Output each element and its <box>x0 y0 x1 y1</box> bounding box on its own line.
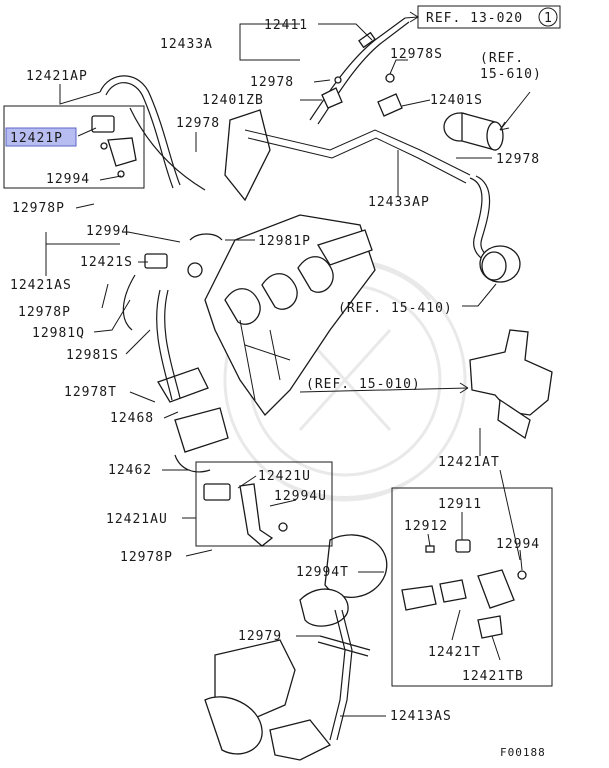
part-label-12979[interactable]: 12979 <box>238 629 282 644</box>
vacuum-tank-drawing <box>479 245 521 283</box>
part-label-12421AT[interactable]: 12421AT <box>438 455 500 470</box>
bracket-12401S <box>377 73 403 117</box>
part-label-12433A[interactable]: 12433A <box>160 37 213 52</box>
ref-13-020-box[interactable]: REF. 13-020 1 <box>404 5 561 29</box>
bracket-12401ZB <box>321 76 343 109</box>
part-label-12994-box[interactable]: 12994 <box>46 172 90 187</box>
part-label-12468[interactable]: 12468 <box>110 411 154 426</box>
part-label-12994T[interactable]: 12994T <box>296 565 349 580</box>
part-label-12994-box-right[interactable]: 12994 <box>496 537 540 552</box>
part-label-12981P[interactable]: 12981P <box>258 234 311 249</box>
part-label-12433AP[interactable]: 12433AP <box>368 195 430 210</box>
part-label-12978T[interactable]: 12978T <box>64 385 117 400</box>
engine-block-drawing <box>204 109 471 417</box>
part-label-12411[interactable]: 12411 <box>264 18 308 33</box>
part-label-12462[interactable]: 12462 <box>108 463 152 478</box>
solenoid-valve-drawing <box>91 115 137 178</box>
hose-12421AP <box>99 75 206 191</box>
part-label-12421P-highlight[interactable]: 12421P <box>5 127 77 147</box>
part-label-12421P[interactable]: 12421P <box>10 131 63 146</box>
intercooler-pipe-drawing <box>443 112 504 151</box>
turbocharger-drawing <box>204 534 388 761</box>
ref-15-610-line2[interactable]: 15-610) <box>480 67 542 82</box>
bracket-ref-15-010-drawing <box>469 329 553 440</box>
part-label-12994U[interactable]: 12994U <box>274 489 327 504</box>
ref-13-020-text: REF. 13-020 <box>426 11 523 26</box>
bracket-12421AU-drawing <box>203 483 288 547</box>
part-label-12421TB[interactable]: 12421TB <box>462 669 524 684</box>
diagram-code: F00188 <box>500 746 546 759</box>
part-label-12421U[interactable]: 12421U <box>258 469 311 484</box>
part-label-12401ZB[interactable]: 12401ZB <box>202 93 264 108</box>
part-label-12978-left[interactable]: 12978 <box>176 116 220 131</box>
part-label-12978P-lower[interactable]: 12978P <box>120 550 173 565</box>
part-label-12978-right[interactable]: 12978 <box>496 152 540 167</box>
solenoid-12468-drawing <box>156 289 229 473</box>
part-label-12421AP[interactable]: 12421AP <box>26 69 88 84</box>
ref-15-610-line1[interactable]: (REF. <box>480 51 524 66</box>
part-label-12911[interactable]: 12911 <box>438 497 482 512</box>
part-label-12978P-upper[interactable]: 12978P <box>12 201 65 216</box>
part-label-12978S[interactable]: 12978S <box>390 47 443 62</box>
part-label-12421AS[interactable]: 12421AS <box>10 278 72 293</box>
part-label-12421AU[interactable]: 12421AU <box>106 512 168 527</box>
ref-15-010-text[interactable]: (REF. 15-010) <box>306 377 421 392</box>
fitting-12421S-drawing <box>122 233 223 331</box>
ref-13-020-circle-number: 1 <box>544 11 553 26</box>
part-label-12421T[interactable]: 12421T <box>428 645 481 660</box>
hose-12411 <box>309 17 410 125</box>
ref-15-410-text[interactable]: (REF. 15-410) <box>338 301 453 316</box>
part-label-12978P-mid[interactable]: 12978P <box>18 305 71 320</box>
bracket-12421AT-drawing <box>401 539 527 639</box>
part-label-12978-upper[interactable]: 12978 <box>250 75 294 90</box>
part-label-12401S[interactable]: 12401S <box>430 93 483 108</box>
part-label-12994-mid[interactable]: 12994 <box>86 224 130 239</box>
part-label-12421S[interactable]: 12421S <box>80 255 133 270</box>
part-label-12981Q[interactable]: 12981Q <box>32 326 85 341</box>
part-label-12981S[interactable]: 12981S <box>66 348 119 363</box>
part-label-12413AS[interactable]: 12413AS <box>390 709 452 724</box>
part-label-12912[interactable]: 12912 <box>404 519 448 534</box>
